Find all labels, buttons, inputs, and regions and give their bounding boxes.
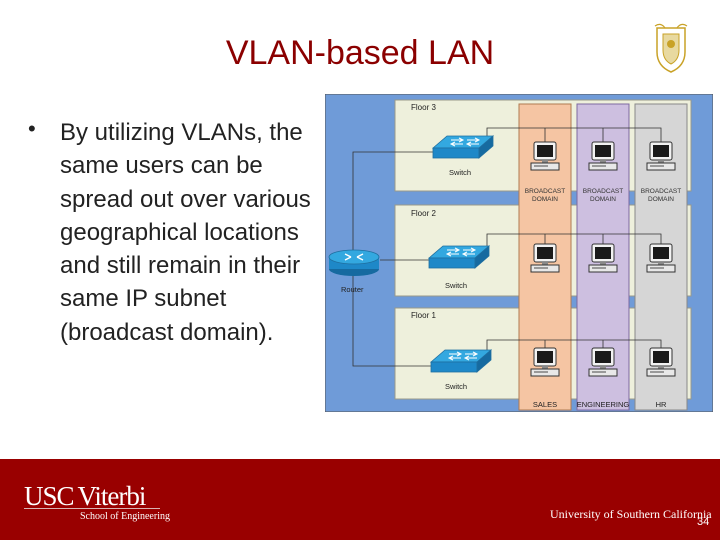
pc-engineering-floor-1-icon <box>588 347 618 377</box>
bullet-text: By utilizing VLANs, the same users can b… <box>60 119 311 346</box>
switch-floor-3-label: Switch <box>449 168 471 177</box>
pc-engineering-floor-3-icon <box>588 141 618 171</box>
pc-sales-floor-3-icon <box>530 141 560 171</box>
pc-hr-floor-3-icon <box>646 141 676 171</box>
logo-usc-text: USC <box>24 481 75 511</box>
usc-seal-icon <box>651 22 691 79</box>
pc-hr-floor-1-icon <box>646 347 676 377</box>
pc-sales-floor-2-icon <box>530 243 560 273</box>
router-label: Router <box>341 285 364 294</box>
switch-floor-1-label: Switch <box>445 382 467 391</box>
floor-3-label: Floor 3 <box>411 103 436 112</box>
pc-engineering-floor-2-icon <box>588 243 618 273</box>
slide-title: VLAN-based LAN <box>225 34 495 72</box>
logo-divider <box>24 508 160 509</box>
sales-domain-label-2: DOMAIN <box>532 196 558 203</box>
engineering-domain-label-1: BROADCAST <box>583 188 623 195</box>
column-label-sales: SALES <box>533 400 557 409</box>
network-cables <box>352 127 662 367</box>
column-label-engineering: ENGINEERING <box>577 400 630 409</box>
engineering-domain-label-2: DOMAIN <box>590 196 616 203</box>
switch-floor-2-label: Switch <box>445 281 467 290</box>
school-name: School of Engineering <box>80 511 170 522</box>
sales-domain-label-1: BROADCAST <box>525 188 565 195</box>
hr-domain-label-1: BROADCAST <box>641 188 681 195</box>
hr-domain-label-2: DOMAIN <box>648 196 674 203</box>
university-name: University of Southern California <box>550 507 712 521</box>
pc-sales-floor-1-icon <box>530 347 560 377</box>
floor-1-label: Floor 1 <box>411 311 436 320</box>
floor-2-label: Floor 2 <box>411 209 436 218</box>
vlan-diagram: Floor 3 Floor 2 Floor 1 BROADCAST DOMAIN… <box>324 93 714 413</box>
logo-viterbi-text: Viterbi <box>77 481 147 511</box>
bullet-marker: • <box>28 116 36 141</box>
page-number: 34 <box>697 516 710 528</box>
pc-hr-floor-2-icon <box>646 243 676 273</box>
router-icon <box>328 249 380 276</box>
column-label-hr: HR <box>656 400 667 409</box>
